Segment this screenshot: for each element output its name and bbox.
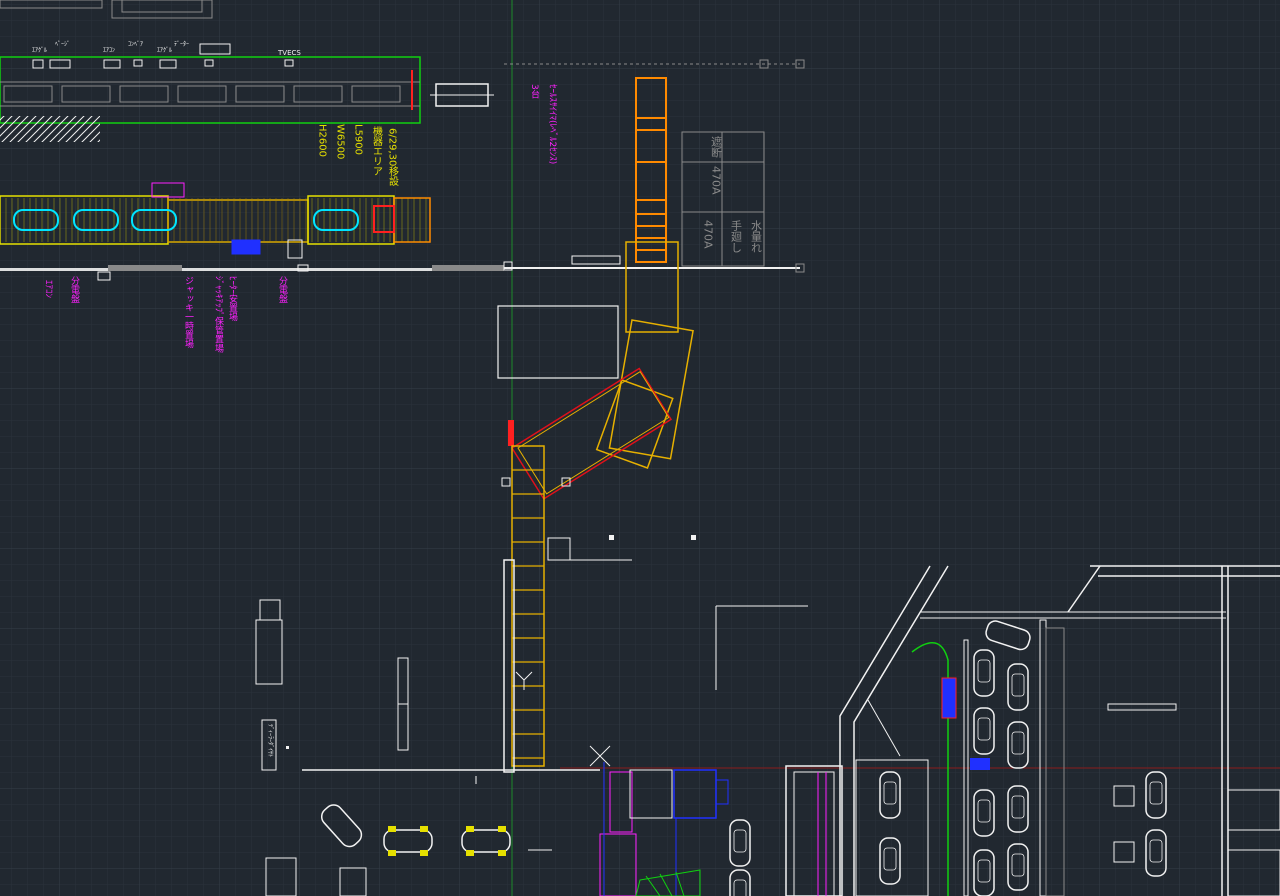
parked-car [985,620,1031,651]
line-notes: 6/29,30移設 機器エリア L5900 W6500 H2600 [317,124,399,187]
side-note: ｼﾞｬｯｷｱｯﾌﾟ保管置場 [213,276,224,353]
car-outline [313,209,359,231]
car-cabin [733,879,747,896]
car-cabin [1149,781,1163,805]
conveyor-segment [235,85,285,103]
parked-car [1007,843,1029,891]
car-cabin [1011,673,1025,697]
side-note: 分電盤 [277,276,288,303]
parked-car [1007,721,1029,769]
equip-label: ﾍﾟｰｼﾞ [55,41,70,48]
equip-label: ｴｱｺﾝ [103,47,115,54]
car-cabin [977,717,991,741]
parked-car [1145,771,1167,819]
side-note: ｴｱｺﾝ [43,280,53,299]
car-cabin [977,799,991,823]
parked-car [879,771,901,819]
conveyor-segment [119,85,169,103]
equip-label: ﾃﾞｰﾀｰ [174,41,189,48]
rotated-layout-boxes [497,241,694,500]
conveyor-segment [293,85,343,103]
conveyor-segment [351,85,401,103]
equip-label: ｴｱｸﾞﾙ [157,47,172,54]
car-cabin [1011,853,1025,877]
hatched-floor-area [0,116,100,142]
parked-car [973,649,995,697]
car-cabin [977,659,991,683]
parked-car [1007,785,1029,833]
bottom-cars [320,804,511,856]
parked-car [879,837,901,885]
equip-label: ｺﾝﾍﾞｱ [128,41,143,48]
car-outline [73,209,119,231]
equipment-pad [497,305,619,379]
car-cabin [1011,731,1025,755]
parked-car [729,869,751,896]
conveyor-segment [177,85,227,103]
table-cell: 遮断 [710,135,723,159]
parked-car [1145,829,1167,877]
car-process-line [0,182,504,281]
side-note: ﾋｰﾀｰ安置場 [227,276,238,322]
car-cabin [733,829,747,853]
line-note: 機器エリア [371,125,383,176]
car-cabin [1011,795,1025,819]
table-cell: 手廻し [730,219,743,253]
parked-car [1007,663,1029,711]
equip-label: TVECS [277,49,301,57]
equip-label: ｴｱｸﾞﾙ [32,47,47,54]
table-cell: 水量れ [750,220,763,253]
parked-car [973,707,995,755]
upper-right-structure: 遮断 470A 水量れ 手廻し 470A [503,59,805,273]
line-note: 6/29,30移設 [387,128,399,187]
table-cell: 470A [702,220,715,249]
line-note: L5900 [353,124,364,155]
line-note: H2600 [317,124,328,157]
vertical-booth [302,445,696,773]
side-note: 分電盤 [69,276,80,303]
car-cabin [883,781,897,805]
top-equipment-room [0,0,494,142]
car-outline [131,209,177,231]
parking-area [729,565,1280,896]
conveyor-segment [61,85,111,103]
bottom-machinery [265,745,729,896]
side-notes: ｴｱｺﾝ 分電盤 ジャッキ一時置場 ﾋｰﾀｰ安置場 ｼﾞｬｯｷｱｯﾌﾟ保管置場 … [43,84,558,353]
aux-note: ｾｰﾙｽｻｲｲﾏ(ﾚﾍﾞﾙ2ｾﾝｽ) [547,84,558,164]
equipment-label-row: ｴｱｸﾞﾙ ﾍﾟｰｼﾞ ｴｱｺﾝ ｺﾝﾍﾞｱ ｴｱｸﾞﾙ ﾃﾞｰﾀｰ TVECS [32,41,301,69]
parked-car [973,849,995,896]
car-cabin [883,847,897,871]
production-line-outline [0,56,421,124]
wall-line [0,268,500,271]
car-outline [13,209,59,231]
line-note: W6500 [335,124,346,159]
parked-car [973,789,995,837]
side-note: ジャッキ一時置場 [183,276,194,349]
car-cabin [977,859,991,883]
car-cabin [1149,839,1163,863]
left-equipment: ﾃﾞｨｰﾗｰﾀﾞｲｻﾄ [255,599,808,771]
parked-car [729,819,751,867]
small-tag: ﾃﾞｨｰﾗｰﾀﾞｲｻﾄ [267,724,274,757]
aux-note: 3台 [529,84,540,100]
table-cell: 470A [710,166,723,195]
orange-conveyor [635,77,667,263]
conveyor-segment [3,85,53,103]
